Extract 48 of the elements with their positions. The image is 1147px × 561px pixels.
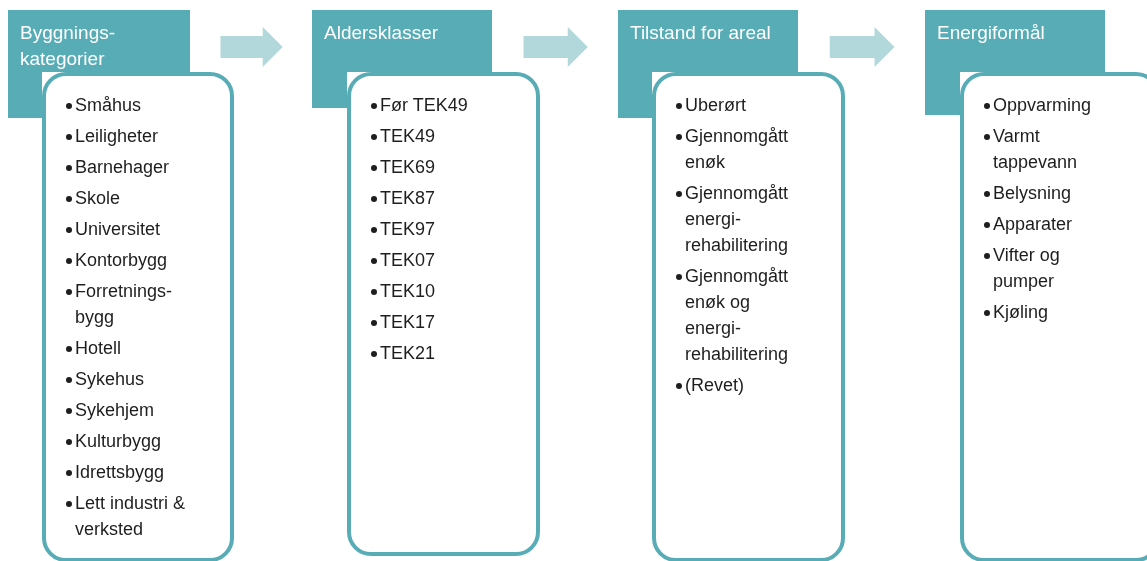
list-item: TEK49 [380,125,436,148]
list-box [652,72,845,561]
list-item: Sykehjem [75,399,155,422]
list-box [42,72,234,561]
list-item: TEK97 [380,218,436,241]
list-item: Sykehus [75,368,145,391]
list-item: Kjøling [993,301,1049,324]
list-item: Før TEK49 [380,94,468,117]
list-item: Idrettsbygg [75,461,165,484]
list-item: Gjennomgått enøk og energi- rehabilitering [685,265,790,366]
list-item: Belysning [993,182,1072,205]
list-item: Universitet [75,218,161,241]
header-text: Tilstand for areal [630,22,771,43]
list-item: Gjennomgått energi- rehabilitering [685,182,790,257]
list-item: TEK69 [380,156,436,179]
block-arrow [220,27,283,67]
list-item: Hotell [75,337,122,360]
list-item: Forretnings- bygg [75,280,174,329]
header-text: Aldersklasser [324,22,439,43]
list-item: Lett industri & verksted [75,492,187,541]
list-item: Varmt tappevann [993,125,1079,174]
list-item: Kulturbygg [75,430,162,453]
list-item: Vifter og pumper [993,244,1061,293]
list-item: Oppvarming [993,94,1092,117]
list-item: TEK87 [380,187,436,210]
list-item: TEK21 [380,342,436,365]
list-box [347,72,540,556]
list-item: (Revet) [685,374,744,397]
list-item: Kontorbygg [75,249,168,272]
list-item: TEK10 [380,280,436,303]
header-box [312,10,492,72]
list-item: TEK07 [380,249,436,272]
list-item: Barnehager [75,156,170,179]
list-item: Leiligheter [75,125,159,148]
list-item: Uberørt [685,94,746,117]
block-arrow [523,27,588,67]
list-box [960,72,1147,561]
list-item: Gjennomgått enøk [685,125,790,174]
list-item: Skole [75,187,121,210]
header-box [618,10,798,72]
header-text: Byggnings- kategorier [20,22,116,69]
list-item: Apparater [993,213,1073,236]
header-box [925,10,1105,72]
list-item: Småhus [75,94,142,117]
header-text: Energiformål [937,22,1045,43]
block-arrow [829,27,895,67]
header-box [8,10,190,72]
list-item: TEK17 [380,311,436,334]
